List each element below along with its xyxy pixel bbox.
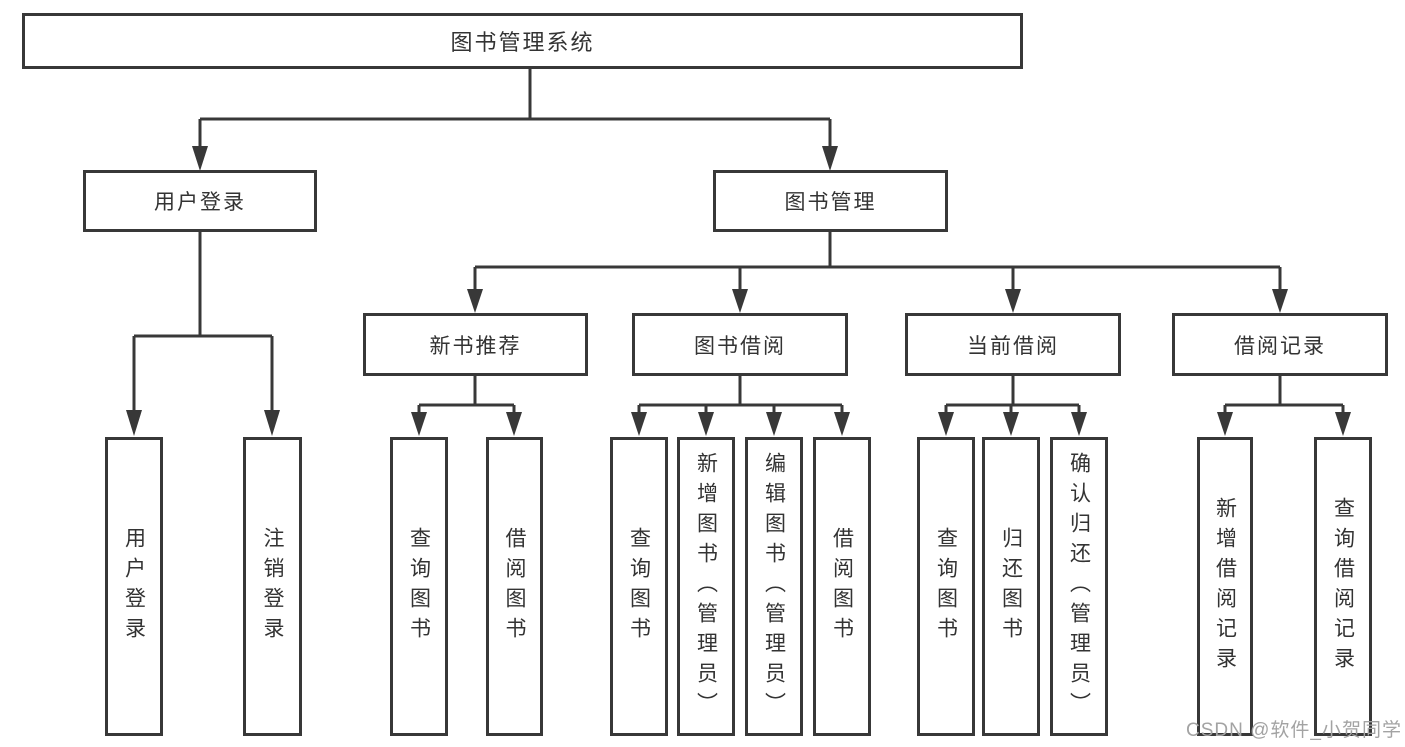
leaf-add-borrow-record: 新增借阅记录 — [1197, 437, 1253, 736]
leaf-return-books: 归还图书 — [982, 437, 1040, 736]
node-label: 注销登录 — [261, 526, 284, 647]
node-label: 新增图书（管理员） — [694, 451, 718, 722]
csdn-watermark: CSDN @软件_小贺同学 — [1186, 720, 1402, 741]
leaf-query-borrow-record: 查询借阅记录 — [1314, 437, 1372, 736]
node-label: 图书借阅 — [694, 334, 786, 358]
leaf-borrow-books-recommend: 借阅图书 — [486, 437, 543, 736]
node-label: 归还图书 — [999, 526, 1023, 647]
node-book-borrowing: 图书借阅 — [632, 313, 848, 376]
connector-borrow-record-branch — [1217, 376, 1351, 436]
node-label: 编辑图书（管理员） — [762, 451, 786, 722]
leaf-query-books-current: 查询图书 — [917, 437, 975, 736]
node-label: 用户登录 — [154, 191, 246, 214]
node-library-management-system: 图书管理系统 — [22, 13, 1023, 69]
connector-user-login-branch — [126, 232, 280, 436]
node-label: 新增借阅记录 — [1213, 496, 1237, 677]
node-label: 借阅记录 — [1234, 334, 1326, 358]
node-label: 查询图书 — [407, 526, 431, 647]
node-label: 借阅图书 — [503, 526, 526, 647]
leaf-query-books-recommend: 查询图书 — [390, 437, 448, 736]
leaf-user-login: 用户登录 — [105, 437, 163, 736]
node-label: 用户登录 — [122, 526, 146, 647]
node-new-book-recommend: 新书推荐 — [363, 313, 588, 376]
leaf-add-book-admin: 新增图书（管理员） — [677, 437, 735, 736]
leaf-query-books-borrow: 查询图书 — [610, 437, 668, 736]
node-label: 借阅图书 — [830, 526, 854, 647]
node-label: 图书管理系统 — [450, 30, 595, 55]
leaf-edit-book-admin: 编辑图书（管理员） — [745, 437, 803, 736]
leaf-logout: 注销登录 — [243, 437, 302, 736]
connector-new-book-branch — [411, 376, 522, 436]
node-label: 确认归还（管理员） — [1067, 451, 1091, 722]
leaf-confirm-return-admin: 确认归还（管理员） — [1050, 437, 1108, 736]
connector-current-borrow-branch — [938, 376, 1087, 436]
connector-book-management-branch — [467, 232, 1288, 313]
node-user-login: 用户登录 — [83, 170, 317, 232]
node-label: 当前借阅 — [967, 334, 1059, 358]
node-label: 新书推荐 — [429, 334, 522, 358]
connector-root-to-level2 — [192, 69, 838, 171]
node-label: 图书管理 — [784, 191, 877, 214]
leaf-borrow-books: 借阅图书 — [813, 437, 871, 736]
node-book-management: 图书管理 — [713, 170, 948, 232]
node-label: 查询借阅记录 — [1331, 496, 1355, 677]
connector-book-borrow-branch — [631, 376, 850, 436]
node-current-borrowing: 当前借阅 — [905, 313, 1121, 376]
node-borrowing-records: 借阅记录 — [1172, 313, 1388, 376]
node-label: 查询图书 — [934, 526, 958, 647]
node-label: 查询图书 — [627, 526, 651, 647]
